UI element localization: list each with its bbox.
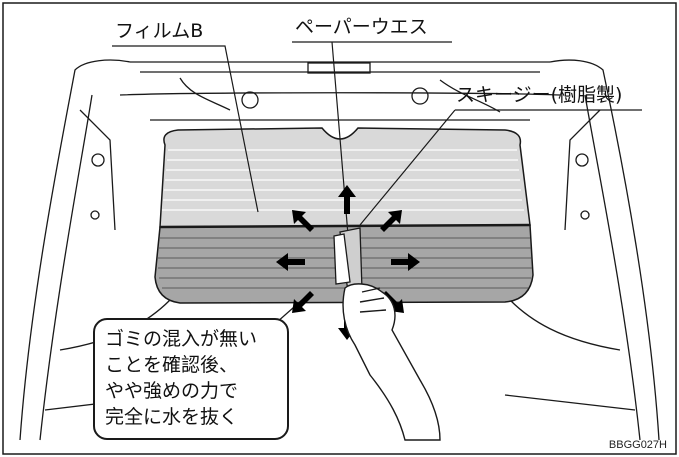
arrow-left-icon [276, 253, 305, 271]
leader-film [112, 45, 259, 213]
squeegee-blade [333, 233, 351, 285]
label-squeegee: スキージー(樹脂製) [456, 84, 623, 106]
squeegee-tool [333, 227, 363, 293]
arrow-down-left-icon [292, 291, 314, 313]
arrow-up-left-icon [292, 210, 314, 232]
film-boundary [159, 223, 531, 229]
note-line: ゴミの混入が無い [105, 328, 258, 350]
arrow-up-icon [338, 185, 356, 214]
instruction-note: ゴミの混入が無い ことを確認後、 やや強めの力で 完全に水を抜く [93, 318, 289, 440]
note-line: ことを確認後、 [105, 354, 239, 376]
leader-squeegee [359, 109, 642, 226]
film-heater-lines [162, 149, 524, 211]
arrow-up-right-icon [380, 210, 402, 232]
figure-code: BBGG027H [608, 439, 667, 451]
hand-illustration [342, 283, 441, 441]
label-paper-waste: ペーパーウエス [295, 16, 428, 38]
vehicle-body [19, 59, 660, 441]
note-line: 完全に水を抜く [105, 406, 239, 428]
label-film-b: フィルムB [115, 20, 204, 42]
leader-lines [112, 41, 642, 331]
arrow-right-icon [391, 253, 420, 271]
note-line: やや強めの力で [105, 380, 239, 402]
film-upper-area [159, 127, 531, 228]
